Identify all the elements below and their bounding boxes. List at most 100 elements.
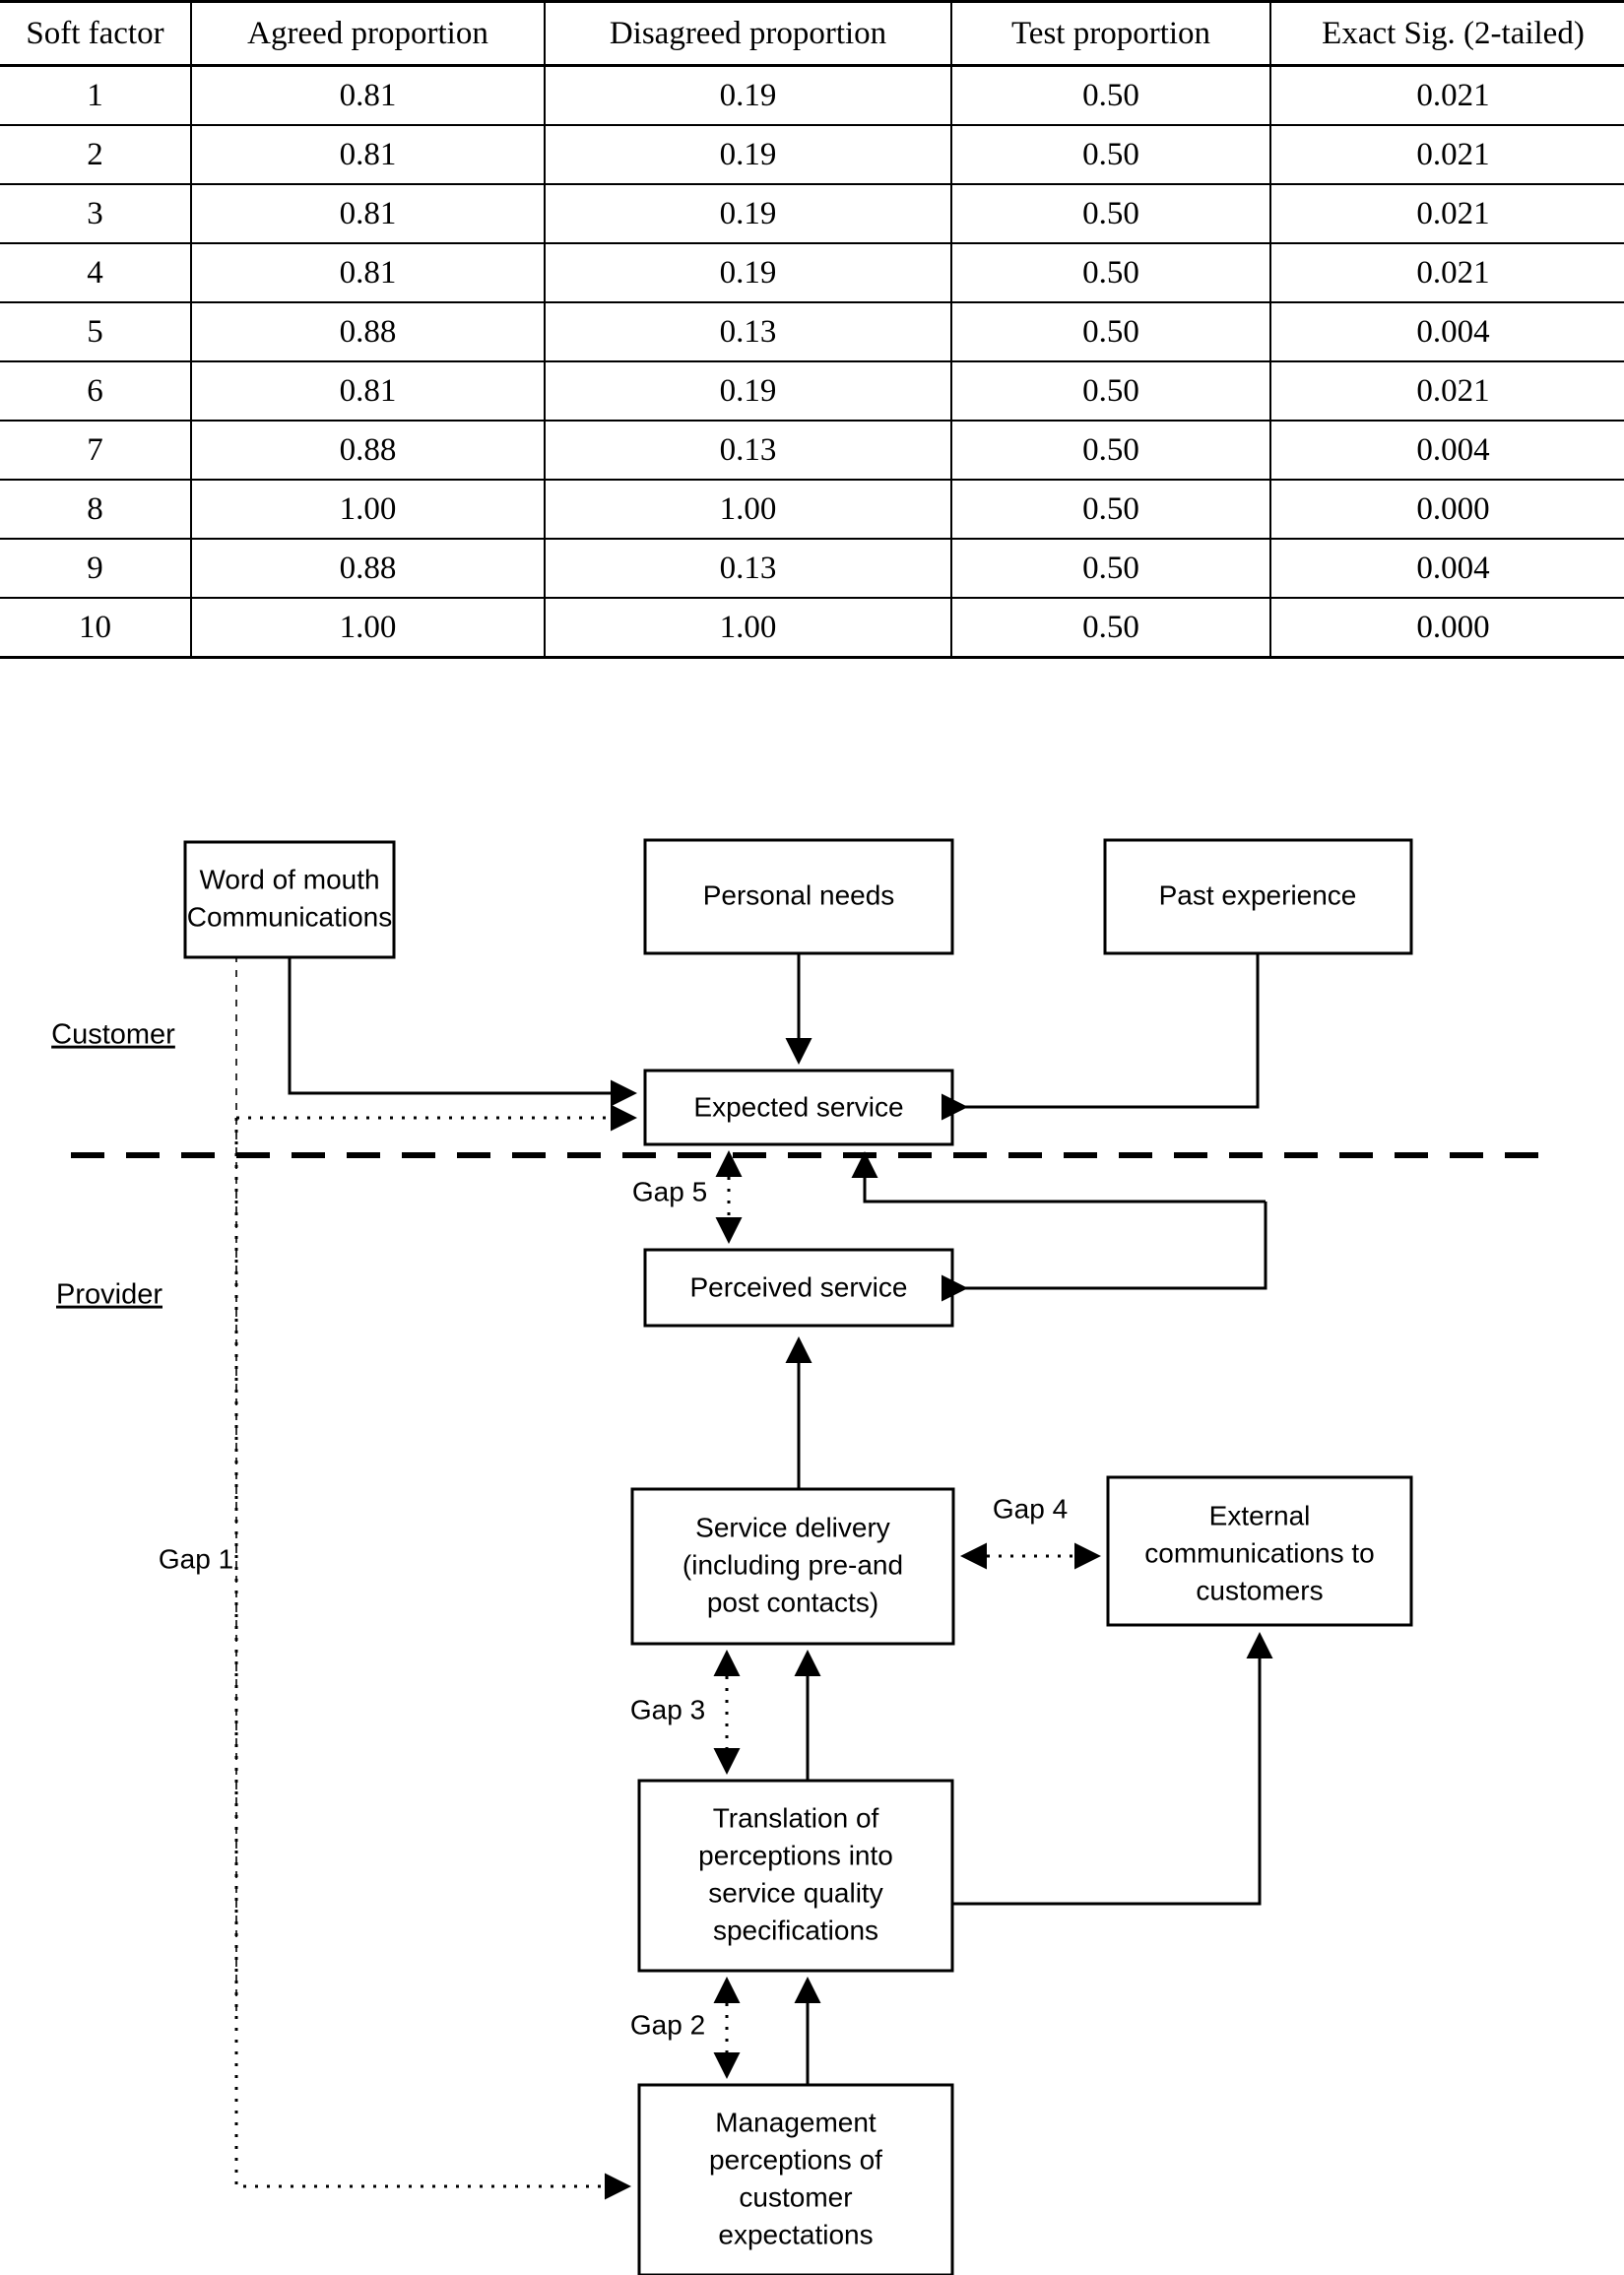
cell-exact-sig: 0.021	[1269, 361, 1624, 422]
link-word-of-mouth-to-expected-service	[288, 957, 637, 1107]
table-row: 8 1.00 1.00 0.50 0.000	[0, 480, 1624, 540]
cell-soft-factor: 5	[0, 302, 191, 362]
cell-test-proportion: 0.50	[950, 539, 1270, 599]
gap1-label: Gap 1	[159, 1543, 233, 1574]
cell-disagreed-proportion: 1.00	[544, 598, 951, 659]
box-management-label-line1: Management	[715, 2107, 877, 2137]
box-external-communications-label-line3: customers	[1196, 1575, 1323, 1605]
table-row: 1 0.81 0.19 0.50 0.021	[0, 65, 1624, 126]
box-external-communications-label-line1: External	[1209, 1500, 1311, 1530]
cell-agreed-proportion: 0.81	[190, 243, 545, 303]
box-translation-label-line2: perceptions into	[698, 1840, 893, 1870]
link-external-comms-to-expected-service	[851, 1151, 1266, 1203]
cell-soft-factor: 7	[0, 421, 191, 481]
cell-disagreed-proportion: 0.13	[544, 539, 951, 599]
table-row: 9 0.88 0.13 0.50 0.004	[0, 539, 1624, 599]
box-word-of-mouth-communications	[183, 840, 396, 959]
cell-exact-sig: 0.021	[1269, 184, 1624, 244]
service-quality-gap-model-diagram: Word of mouth Communications Personal ne…	[0, 778, 1624, 2275]
cell-soft-factor: 9	[0, 539, 191, 599]
column-header-exact-sig: Exact Sig. (2-tailed)	[1269, 0, 1624, 67]
link-translation-to-external-comms	[952, 1632, 1273, 1906]
link-past-experience-to-expected-service	[942, 953, 1260, 1121]
cell-test-proportion: 0.50	[950, 302, 1270, 362]
box-expected-service-label: Expected service	[693, 1091, 903, 1122]
cell-disagreed-proportion: 0.19	[544, 125, 951, 185]
cell-soft-factor: 8	[0, 480, 191, 540]
statistics-table-section: Soft factor Agreed proportion Disagreed …	[0, 0, 1624, 747]
cell-exact-sig: 0.000	[1269, 598, 1624, 659]
box-external-communications-label-line2: communications to	[1144, 1537, 1374, 1568]
cell-exact-sig: 0.021	[1269, 125, 1624, 185]
cell-agreed-proportion: 0.81	[190, 65, 545, 126]
column-header-agreed-proportion: Agreed proportion	[190, 0, 545, 67]
box-word-of-mouth-label-line2: Communications	[187, 901, 393, 932]
side-label-provider: Provider	[56, 1279, 162, 1311]
box-service-delivery-label-line1: Service delivery	[695, 1512, 890, 1542]
gap2-label: Gap 2	[630, 2009, 705, 2040]
box-past-experience-label: Past experience	[1159, 879, 1357, 910]
cell-soft-factor: 3	[0, 184, 191, 244]
box-management-label-line3: customer	[739, 2181, 852, 2212]
cell-agreed-proportion: 0.81	[190, 184, 545, 244]
cell-agreed-proportion: 0.81	[190, 361, 545, 422]
box-service-delivery-label-line3: post contacts)	[707, 1587, 878, 1617]
cell-exact-sig: 0.000	[1269, 480, 1624, 540]
box-translation-label-line4: specifications	[713, 1915, 878, 1945]
table-row: 6 0.81 0.19 0.50 0.021	[0, 361, 1624, 422]
cell-soft-factor: 10	[0, 598, 191, 659]
box-translation-of-perceptions	[637, 1779, 954, 1973]
cell-exact-sig: 0.004	[1269, 302, 1624, 362]
cell-test-proportion: 0.50	[950, 480, 1270, 540]
cell-exact-sig: 0.004	[1269, 539, 1624, 599]
cell-test-proportion: 0.50	[950, 598, 1270, 659]
box-management-perceptions	[637, 2083, 954, 2275]
box-translation-label-line1: Translation of	[713, 1802, 879, 1833]
cell-agreed-proportion: 1.00	[190, 598, 545, 659]
cell-agreed-proportion: 1.00	[190, 480, 545, 540]
cell-exact-sig: 0.004	[1269, 421, 1624, 481]
box-service-delivery	[630, 1487, 955, 1646]
box-service-delivery-label-line2: (including pre-and	[682, 1549, 903, 1580]
gap3-label: Gap 3	[630, 1694, 705, 1724]
table-header-row: Soft factor Agreed proportion Disagreed …	[0, 0, 1624, 67]
box-translation-label-line3: service quality	[708, 1877, 882, 1908]
cell-exact-sig: 0.021	[1269, 243, 1624, 303]
cell-agreed-proportion: 0.88	[190, 539, 545, 599]
cell-soft-factor: 1	[0, 65, 191, 126]
cell-test-proportion: 0.50	[950, 65, 1270, 126]
cell-test-proportion: 0.50	[950, 243, 1270, 303]
column-header-test-proportion: Test proportion	[950, 0, 1270, 67]
box-expected-service	[643, 1069, 954, 1146]
binomial-test-table: Soft factor Agreed proportion Disagreed …	[0, 0, 1624, 659]
cell-disagreed-proportion: 0.19	[544, 243, 951, 303]
link-external-comms-to-perceived-service	[942, 1202, 1267, 1302]
gap5-label: Gap 5	[632, 1176, 707, 1206]
box-management-label-line2: perceptions of	[709, 2144, 882, 2175]
cell-disagreed-proportion: 0.13	[544, 302, 951, 362]
box-past-experience	[1103, 838, 1413, 955]
cell-soft-factor: 6	[0, 361, 191, 422]
cell-soft-factor: 2	[0, 125, 191, 185]
table-row: 3 0.81 0.19 0.50 0.021	[0, 184, 1624, 244]
cell-disagreed-proportion: 0.19	[544, 361, 951, 422]
cell-test-proportion: 0.50	[950, 421, 1270, 481]
box-word-of-mouth-label-line1: Word of mouth	[199, 864, 379, 894]
gap4-label: Gap 4	[993, 1493, 1068, 1524]
table-row: 4 0.81 0.19 0.50 0.021	[0, 243, 1624, 303]
side-label-customer: Customer	[51, 1019, 175, 1051]
table-row: 5 0.88 0.13 0.50 0.004	[0, 302, 1624, 362]
cell-exact-sig: 0.021	[1269, 65, 1624, 126]
cell-disagreed-proportion: 1.00	[544, 480, 951, 540]
box-management-label-line4: expectations	[718, 2219, 873, 2249]
cell-disagreed-proportion: 0.13	[544, 421, 951, 481]
column-header-soft-factor: Soft factor	[0, 0, 191, 67]
cell-test-proportion: 0.50	[950, 125, 1270, 185]
box-personal-needs-label: Personal needs	[703, 879, 895, 910]
cell-test-proportion: 0.50	[950, 361, 1270, 422]
cell-agreed-proportion: 0.88	[190, 302, 545, 362]
cell-agreed-proportion: 0.81	[190, 125, 545, 185]
link-gap1-to-management-perceptions	[234, 1118, 631, 2200]
table-row: 10 1.00 1.00 0.50 0.000	[0, 598, 1624, 659]
cell-disagreed-proportion: 0.19	[544, 184, 951, 244]
